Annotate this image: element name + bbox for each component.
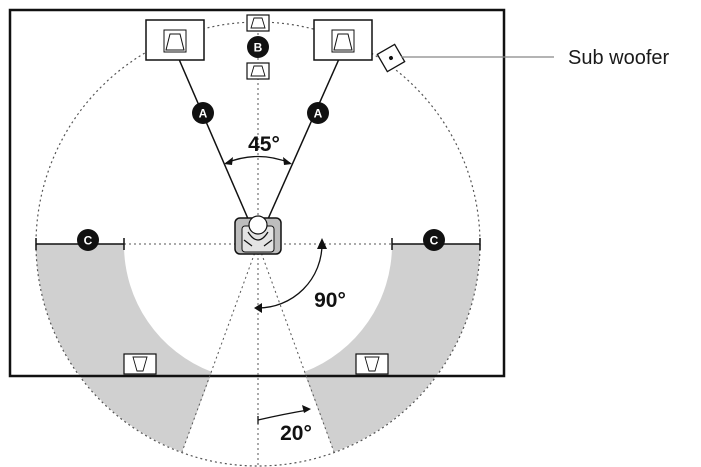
front-left-line <box>174 49 253 229</box>
svg-text:C: C <box>430 234 439 248</box>
svg-text:B: B <box>254 41 263 55</box>
subwoofer-icon <box>376 43 406 73</box>
surround-zone-right <box>304 244 480 452</box>
svg-text:C: C <box>84 234 93 248</box>
speaker-icon <box>313 19 373 61</box>
svg-text:A: A <box>199 107 208 121</box>
speaker-icon <box>355 353 389 375</box>
surround-zone-left <box>36 244 212 452</box>
subwoofer-label: Sub woofer <box>568 47 670 69</box>
speaker-icon <box>145 19 205 61</box>
speaker-icon <box>246 14 270 32</box>
badge-surround-left: C <box>77 229 99 251</box>
speaker-icon <box>246 62 270 80</box>
badge-front-right: A <box>307 102 329 124</box>
rear-guide-right <box>257 243 335 453</box>
listener-chair-icon <box>234 215 282 255</box>
angle-side-label: 90° <box>314 289 346 312</box>
angle-side-arc <box>254 238 327 313</box>
rear-guide-left <box>181 243 259 453</box>
angle-front-label: 45° <box>248 133 280 156</box>
svg-text:A: A <box>314 107 323 121</box>
speaker-icon <box>123 353 157 375</box>
angle-rear-label: 20° <box>280 422 312 445</box>
angle-front-arc <box>224 155 292 165</box>
angle-rear-arc <box>257 405 311 424</box>
room-outline <box>8 8 506 378</box>
badge-center: B <box>247 36 269 58</box>
badge-surround-right: C <box>423 229 445 251</box>
badge-front-left: A <box>192 102 214 124</box>
front-right-line <box>263 49 344 229</box>
